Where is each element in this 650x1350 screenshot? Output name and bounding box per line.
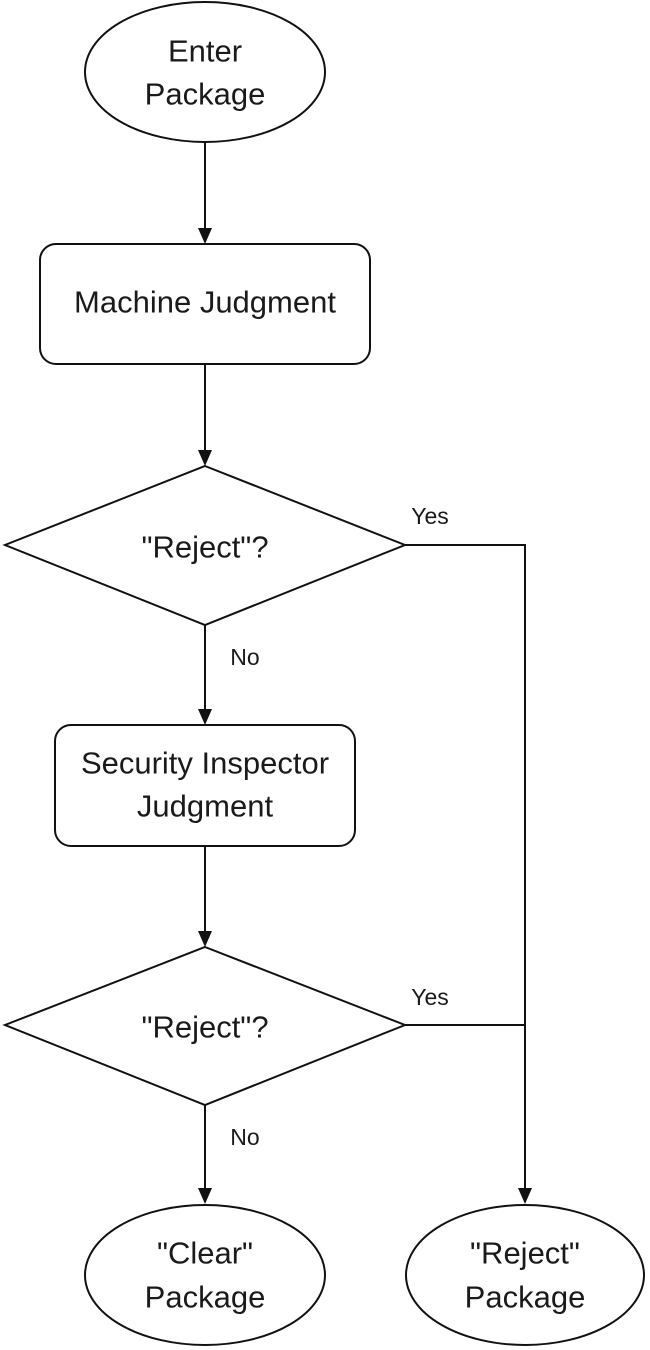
- node-decision-1-line-1: "Reject"?: [141, 530, 268, 565]
- edge-label-decision2-no: No: [230, 1124, 259, 1150]
- edge-label-decision2-yes: Yes: [411, 984, 449, 1010]
- arrowhead-machine-to-decision1: [198, 450, 212, 466]
- security-inspector-box: [54, 724, 356, 847]
- edge-label-decision1-yes: Yes: [411, 503, 449, 529]
- arrowhead-start-to-machine: [198, 228, 212, 244]
- arrowhead-decision2-to-clear: [198, 1188, 212, 1204]
- node-decision-2-line-1: "Reject"?: [141, 1010, 268, 1045]
- edge-label-decision1-no: No: [230, 644, 259, 670]
- node-start: Enter Package: [84, 1, 326, 143]
- edge-decision1-to-reject: [405, 544, 526, 1192]
- arrowhead-inspector-to-decision2: [198, 931, 212, 947]
- decision-2-diamond: [2, 945, 408, 1107]
- node-start-line-1: Enter: [168, 34, 242, 69]
- node-start-line-2: Package: [145, 77, 266, 112]
- reject-package-ellipse: [405, 1204, 645, 1346]
- machine-judgment-box: [39, 243, 371, 365]
- node-decision-2: "Reject"?: [2, 945, 408, 1107]
- node-clear-line-2: Package: [145, 1280, 266, 1315]
- node-reject-line-2: Package: [465, 1280, 586, 1315]
- node-inspector-line-2: Judgment: [137, 789, 274, 824]
- arrowhead-decision1-to-inspector: [198, 709, 212, 725]
- arrowhead-decision1-to-reject: [518, 1188, 532, 1204]
- node-inspector-line-1: Security Inspector: [81, 746, 329, 781]
- node-clear-line-1: "Clear": [157, 1236, 253, 1271]
- decision-1-diamond: [2, 464, 408, 627]
- node-security-inspector-judgment: Security Inspector Judgment: [54, 724, 356, 847]
- node-clear-package: "Clear" Package: [84, 1204, 326, 1346]
- node-decision-1: "Reject"?: [2, 464, 408, 627]
- node-machine-line-1: Machine Judgment: [74, 285, 336, 320]
- clear-package-ellipse: [84, 1204, 326, 1346]
- edge-labels: Yes No Yes No: [230, 503, 448, 1150]
- node-reject-package: "Reject" Package: [405, 1204, 645, 1346]
- node-reject-line-1: "Reject": [470, 1236, 580, 1271]
- connectors: [198, 142, 532, 1204]
- node-machine-judgment: Machine Judgment: [39, 243, 371, 365]
- start-ellipse: [84, 1, 326, 143]
